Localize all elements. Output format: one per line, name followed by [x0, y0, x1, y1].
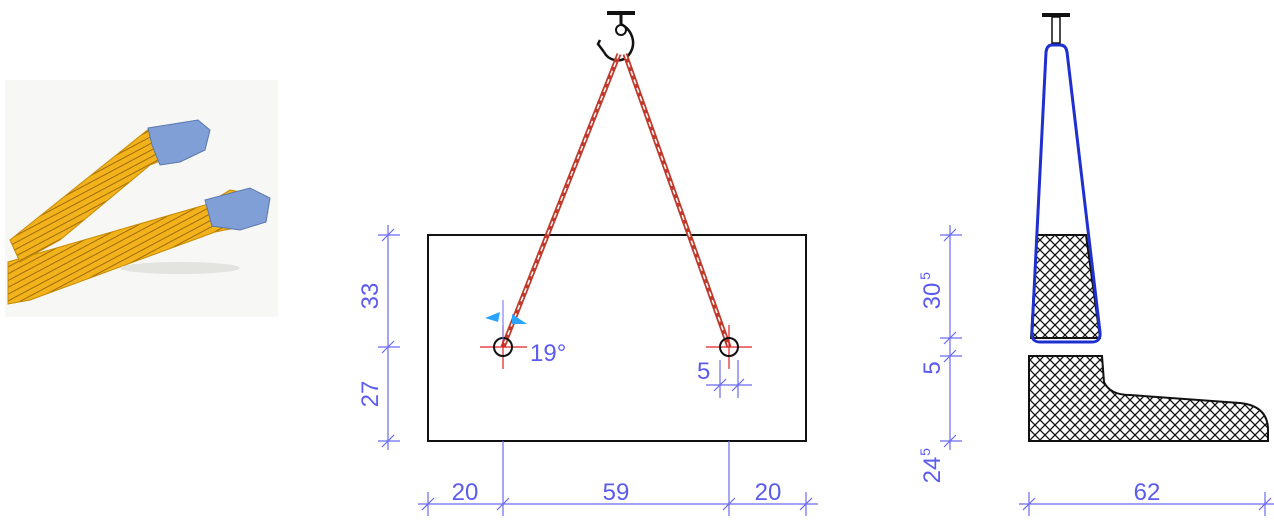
front-dim-bottom-right: 20: [755, 479, 782, 506]
sling-front: [500, 53, 732, 348]
side-bottom-dimension-line: [1019, 492, 1274, 516]
crane-hook-icon: [596, 11, 635, 62]
sling-strap-photo: [5, 80, 278, 317]
svg-text:5: 5: [917, 448, 933, 456]
front-view: 19° 33 27 5: [357, 11, 818, 516]
side-dim-width: 62: [1134, 479, 1161, 506]
side-dim-upper: 30 5: [917, 272, 946, 309]
side-hook-icon: [1042, 13, 1070, 44]
angle-label: 19°: [530, 340, 566, 367]
side-dim-middle: 5: [919, 361, 946, 374]
front-left-dimension-line: [378, 225, 400, 450]
front-dim-bottom-left: 20: [452, 479, 479, 506]
sling-side: [1030, 43, 1102, 344]
front-bottom-dimension-line: [418, 441, 818, 516]
front-dim-upper: 33: [357, 283, 384, 310]
side-view: 30 5 5 24 5 62: [917, 13, 1274, 516]
front-dim-lower: 27: [357, 381, 384, 408]
side-left-dimension-line: [940, 225, 962, 450]
hole-diameter-dimension: [706, 360, 752, 398]
hole-diameter-label: 5: [697, 358, 710, 385]
concrete-block-front: [427, 234, 807, 442]
side-lower-section: [1028, 355, 1269, 442]
svg-text:30: 30: [919, 283, 946, 310]
angle-marker-icon: [485, 300, 527, 340]
front-dim-bottom-mid: 59: [603, 479, 630, 506]
svg-text:24: 24: [919, 457, 946, 484]
lifting-hole-right: [706, 325, 752, 369]
svg-text:5: 5: [917, 272, 933, 280]
side-dim-lower: 24 5: [917, 448, 946, 483]
